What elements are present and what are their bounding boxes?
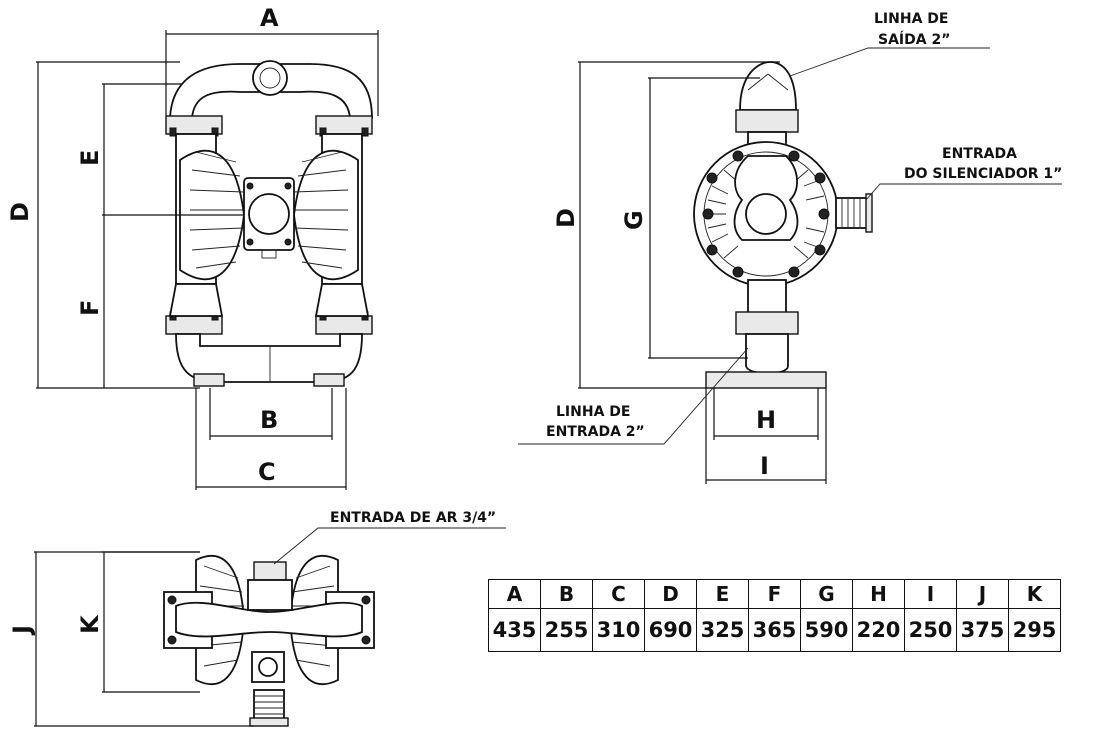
dimensions-value-row: 435 255 310 690 325 365 590 220 250 375 …	[488, 608, 1061, 652]
dim-label-d-side: D	[552, 208, 580, 228]
header-cell-h: H	[852, 579, 905, 609]
dim-label-d-front: D	[6, 202, 34, 222]
callout-muffler-line1: ENTRADA	[942, 146, 1017, 162]
dim-label-i: I	[760, 452, 769, 480]
header-cell-i: I	[904, 579, 957, 609]
value-cell-d: 690	[644, 608, 697, 652]
callout-inlet-line1: LINHA DE	[556, 404, 630, 420]
dim-label-h: H	[756, 406, 776, 434]
header-cell-j: J	[956, 579, 1009, 609]
dim-label-a: A	[260, 4, 279, 32]
header-cell-e: E	[696, 579, 749, 609]
value-cell-e: 325	[696, 608, 749, 652]
dim-label-f: F	[76, 300, 104, 316]
value-cell-c: 310	[592, 608, 645, 652]
value-cell-f: 365	[748, 608, 801, 652]
value-cell-h: 220	[852, 608, 905, 652]
value-cell-j: 375	[956, 608, 1009, 652]
callout-muffler-line2: DO SILENCIADOR 1”	[904, 166, 1062, 182]
callout-outlet-line1: LINHA DE	[874, 11, 948, 27]
dimensions-table: A B C D E F G H I J K 435 255 310 690 32…	[488, 579, 1061, 652]
dim-label-g: G	[620, 210, 648, 230]
top-view: J K ENTRADA DE AR 3/4”	[8, 510, 506, 727]
side-view: D G H I LINHA DE SAÍDA 2” ENTRADA DO SIL…	[518, 11, 1062, 484]
header-cell-f: F	[748, 579, 801, 609]
callout-outlet-line2: SAÍDA 2”	[878, 31, 950, 48]
value-cell-i: 250	[904, 608, 957, 652]
value-cell-b: 255	[540, 608, 593, 652]
value-cell-k: 295	[1008, 608, 1061, 652]
front-view: A D E F B C	[6, 4, 379, 490]
dim-label-k: K	[76, 614, 104, 634]
callout-inlet-line2: ENTRADA 2”	[546, 424, 645, 440]
dimensions-header-row: A B C D E F G H I J K	[488, 579, 1061, 609]
dim-label-b: B	[260, 406, 278, 434]
header-cell-b: B	[540, 579, 593, 609]
callout-air-inlet: ENTRADA DE AR 3/4”	[330, 510, 496, 526]
header-cell-c: C	[592, 579, 645, 609]
header-cell-g: G	[800, 579, 853, 609]
value-cell-a: 435	[488, 608, 541, 652]
value-cell-g: 590	[800, 608, 853, 652]
header-cell-k: K	[1008, 579, 1061, 609]
dim-label-e: E	[76, 150, 104, 166]
header-cell-d: D	[644, 579, 697, 609]
header-cell-a: A	[488, 579, 541, 609]
dim-label-j: J	[8, 625, 36, 636]
dim-label-c: C	[258, 458, 276, 486]
